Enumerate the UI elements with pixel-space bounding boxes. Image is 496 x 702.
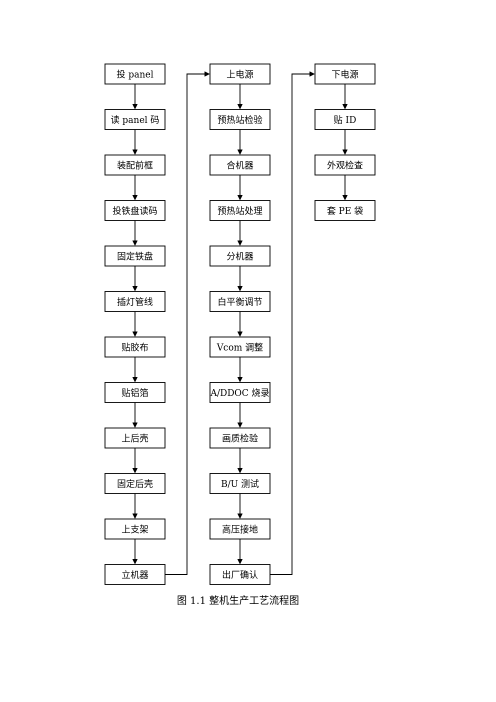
step-label: 画质检验 <box>222 433 258 445</box>
step-box-col3-4 <box>314 200 376 221</box>
step-label: 固定后壳 <box>117 478 153 490</box>
step-label: 装配前框 <box>117 160 153 172</box>
step-label: 固定铁盘 <box>117 251 153 263</box>
step-label: 高压接地 <box>222 524 258 536</box>
step-label: 贴胶布 <box>121 342 148 354</box>
step-label: 外观检查 <box>327 160 363 172</box>
step-label: 投 panel <box>117 69 154 81</box>
connector-col1-to-col2 <box>165 71 210 575</box>
step-label: 合机器 <box>226 160 253 172</box>
step-label: Vcom 调整 <box>216 342 263 354</box>
step-label: 读 panel 码 <box>111 114 160 126</box>
step-label: 上电源 <box>226 69 253 81</box>
step-label: B/U 测试 <box>221 478 259 490</box>
step-label: 预热站检验 <box>217 114 262 126</box>
step-label: 上支架 <box>121 524 148 536</box>
step-label: 上后壳 <box>121 433 148 445</box>
step-label: 套 PE 袋 <box>327 205 363 217</box>
step-label: 下电源 <box>331 69 358 81</box>
step-label: A/DDOC 烧录 <box>209 387 269 399</box>
connector-col2-to-col3 <box>270 71 315 575</box>
step-label: 白平衡调节 <box>217 296 262 308</box>
figure-caption: 图 1.1 整机生产工艺流程图 <box>176 596 300 607</box>
step-label: 贴铝箔 <box>121 387 148 399</box>
step-label: 贴 ID <box>334 114 357 126</box>
step-label: 分机器 <box>226 251 253 263</box>
step-label: 插灯管线 <box>117 296 153 308</box>
step-label: 预热站处理 <box>217 205 262 217</box>
step-label: 立机器 <box>121 569 148 581</box>
step-label: 出厂确认 <box>222 569 258 581</box>
step-label: 投铁盘读码 <box>112 205 157 217</box>
